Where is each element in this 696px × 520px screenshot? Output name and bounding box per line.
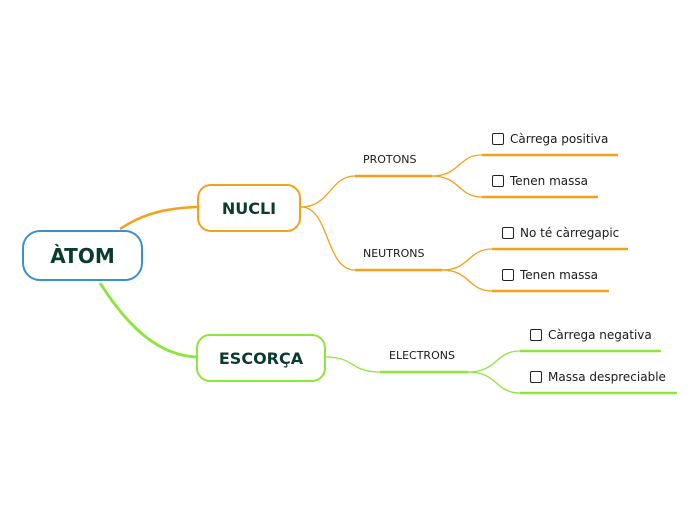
checkbox-icon[interactable] <box>530 371 542 383</box>
leaf-no-te-carrega[interactable]: No té càrregapic <box>502 226 619 240</box>
leaf-label: No té càrregapic <box>520 226 620 240</box>
leaf-tenen-massa-neutrons[interactable]: Tenen massa <box>502 268 598 282</box>
leaf-carrega-negativa[interactable]: Càrrega negativa <box>530 328 652 342</box>
leaf-carrega-positiva[interactable]: Càrrega positiva <box>492 132 608 146</box>
checkbox-icon[interactable] <box>502 269 514 281</box>
checkbox-icon[interactable] <box>502 227 514 239</box>
leaf-label: Massa despreciable <box>548 370 666 384</box>
leaf-label: Càrrega negativa <box>548 328 652 342</box>
subtopic-protons[interactable]: PROTONS <box>363 153 417 166</box>
checkbox-icon[interactable] <box>530 329 542 341</box>
leaf-label: Tenen massa <box>510 174 588 188</box>
leaf-label: Càrrega positiva <box>510 132 609 146</box>
leaf-tenen-massa-protons[interactable]: Tenen massa <box>492 174 588 188</box>
checkbox-icon[interactable] <box>492 175 504 187</box>
root-label: ÀTOM <box>50 243 115 268</box>
branch-node-escorca[interactable]: ESCORÇA <box>196 334 326 382</box>
subtopic-electrons[interactable]: ELECTRONS <box>389 349 455 362</box>
subtopic-neutrons[interactable]: NEUTRONS <box>363 247 425 260</box>
leaf-massa-despreciable[interactable]: Massa despreciable <box>530 370 666 384</box>
root-node[interactable]: ÀTOM <box>22 230 143 281</box>
branch-label-nucli: NUCLI <box>221 198 277 218</box>
leaf-label: Tenen massa <box>520 268 598 282</box>
checkbox-icon[interactable] <box>492 133 504 145</box>
branch-node-nucli[interactable]: NUCLI <box>197 184 301 232</box>
branch-label-escorca: ESCORÇA <box>218 348 304 368</box>
